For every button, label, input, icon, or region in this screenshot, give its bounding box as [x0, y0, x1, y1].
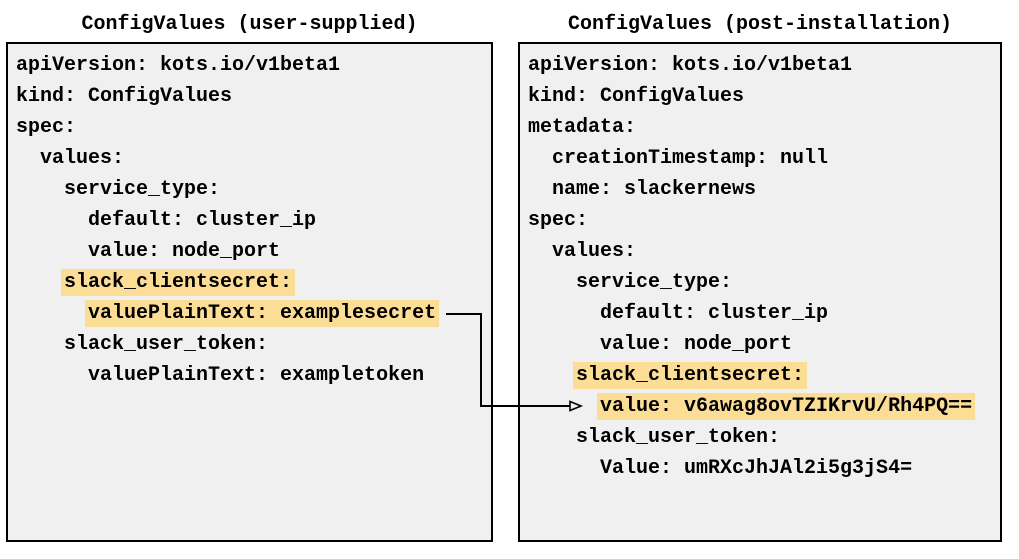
yaml-text: apiVersion: kots.io/v1beta1 — [528, 54, 853, 77]
yaml-line: slack_clientsecret: — [528, 360, 1000, 391]
highlighted-yaml-text: slack_clientsecret: — [576, 362, 805, 389]
yaml-line: creationTimestamp: null — [528, 143, 1000, 174]
yaml-line: apiVersion: kots.io/v1beta1 — [16, 50, 491, 81]
yaml-line: valuePlainText: exampletoken — [16, 360, 491, 391]
yaml-line: default: cluster_ip — [16, 205, 491, 236]
yaml-text: value: node_port — [600, 333, 793, 356]
yaml-text: values: — [552, 240, 637, 263]
yaml-line: kind: ConfigValues — [16, 81, 491, 112]
user-supplied-config-box: apiVersion: kots.io/v1beta1 kind: ConfigV… — [6, 42, 493, 542]
yaml-text: spec: — [528, 209, 589, 232]
yaml-text: slack_user_token: — [576, 426, 781, 449]
yaml-text: service_type: — [576, 271, 733, 294]
yaml-line: values: — [16, 143, 491, 174]
yaml-text: value: node_port — [88, 240, 281, 263]
yaml-line: Value: umRXcJhJAl2i5g3jS4= — [528, 453, 1000, 484]
yaml-line: spec: — [528, 205, 1000, 236]
yaml-line: service_type: — [528, 267, 1000, 298]
yaml-text: service_type: — [64, 178, 221, 201]
yaml-text: Value: umRXcJhJAl2i5g3jS4= — [600, 457, 913, 480]
right-panel-title: ConfigValues (post-installation) — [567, 13, 953, 36]
right-box-code: apiVersion: kots.io/v1beta1 kind: ConfigV… — [520, 44, 1000, 484]
yaml-text: name: slackernews — [552, 178, 757, 201]
yaml-text: spec: — [16, 116, 77, 139]
yaml-line: values: — [528, 236, 1000, 267]
highlighted-yaml-text: value: v6awag8ovTZIKrvU/Rh4PQ== — [600, 393, 973, 420]
yaml-text: kind: ConfigValues — [16, 85, 233, 108]
yaml-text: metadata: — [528, 116, 637, 139]
yaml-text: kind: ConfigValues — [528, 85, 745, 108]
yaml-line: slack_user_token: — [16, 329, 491, 360]
highlighted-yaml-text: valuePlainText: examplesecret — [88, 300, 437, 327]
yaml-text: default: cluster_ip — [600, 302, 829, 325]
yaml-line: value: v6awag8ovTZIKrvU/Rh4PQ== — [528, 391, 1000, 422]
post-installation-config-box: apiVersion: kots.io/v1beta1 kind: ConfigV… — [518, 42, 1002, 542]
left-box-code: apiVersion: kots.io/v1beta1 kind: ConfigV… — [8, 44, 491, 391]
yaml-text: valuePlainText: exampletoken — [88, 364, 425, 387]
yaml-line: value: node_port — [528, 329, 1000, 360]
left-panel-title: ConfigValues (user-supplied) — [81, 13, 418, 36]
yaml-line: value: node_port — [16, 236, 491, 267]
yaml-line: slack_user_token: — [528, 422, 1000, 453]
yaml-line: service_type: — [16, 174, 491, 205]
yaml-line: default: cluster_ip — [528, 298, 1000, 329]
yaml-line: name: slackernews — [528, 174, 1000, 205]
yaml-line: metadata: — [528, 112, 1000, 143]
yaml-line: valuePlainText: examplesecret — [16, 298, 491, 329]
yaml-text: apiVersion: kots.io/v1beta1 — [16, 54, 341, 77]
yaml-text: default: cluster_ip — [88, 209, 317, 232]
yaml-text: values: — [40, 147, 125, 170]
yaml-line: apiVersion: kots.io/v1beta1 — [528, 50, 1000, 81]
yaml-line: slack_clientsecret: — [16, 267, 491, 298]
yaml-line: kind: ConfigValues — [528, 81, 1000, 112]
yaml-text: slack_user_token: — [64, 333, 269, 356]
yaml-line: spec: — [16, 112, 491, 143]
yaml-text: creationTimestamp: null — [552, 147, 829, 170]
highlighted-yaml-text: slack_clientsecret: — [64, 269, 293, 296]
